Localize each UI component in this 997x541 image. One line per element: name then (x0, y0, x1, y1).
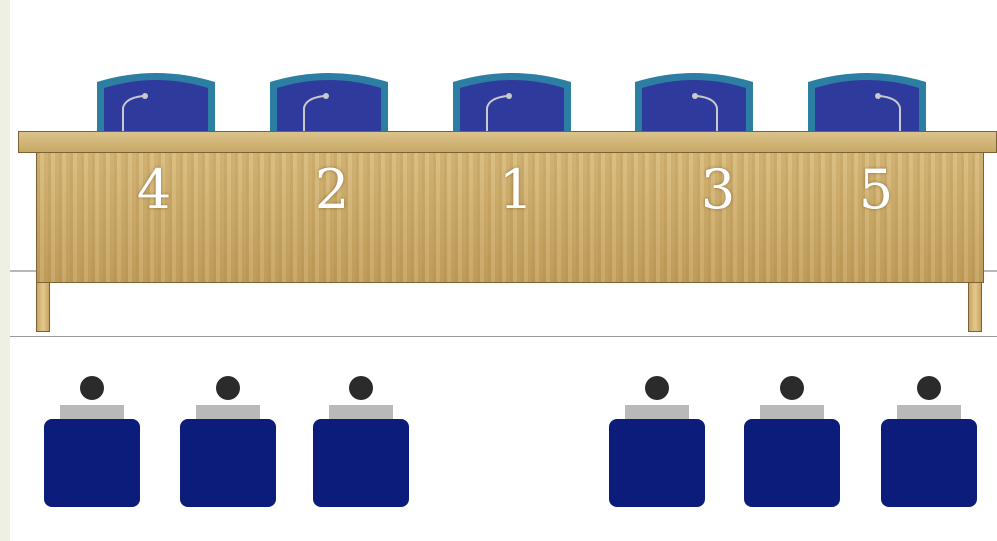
seat-number-3: 3 (688, 158, 748, 221)
desk-leg-right (968, 282, 982, 332)
seat-number-5: 5 (846, 158, 906, 221)
audience-person-icon (178, 376, 278, 508)
seat-number-2: 2 (302, 158, 362, 221)
presidium-desk-top (18, 131, 997, 153)
presidium-chair-icon (268, 68, 390, 136)
seat-number-4: 4 (124, 158, 184, 221)
presidium-chair-icon (451, 68, 573, 136)
audience-person-icon (742, 376, 842, 508)
presidium-chair-icon (806, 68, 928, 136)
audience-person-icon (607, 376, 707, 508)
seat-number-1: 1 (486, 158, 546, 221)
presidium-chair-icon (95, 68, 217, 136)
audience-person-icon (311, 376, 411, 508)
front-floor-line (10, 336, 997, 337)
back-floor-line-left (10, 270, 38, 272)
audience-person-icon (879, 376, 979, 508)
left-margin-strip (0, 0, 10, 541)
presidium-chair-icon (633, 68, 755, 136)
back-floor-line-right (983, 270, 997, 272)
audience-person-icon (42, 376, 142, 508)
desk-leg-left (36, 282, 50, 332)
